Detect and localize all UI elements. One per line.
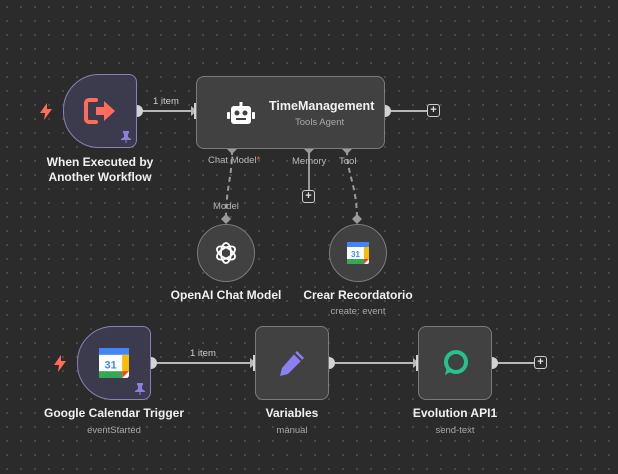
trigger-bolt-icon (40, 103, 52, 120)
variables-subtitle: manual (276, 425, 308, 436)
agent-subtitle: Tools Agent (295, 117, 345, 128)
calendar-trigger-bolt-icon (54, 355, 66, 372)
google-calendar-trigger-node[interactable]: 31 (77, 326, 151, 400)
recordatorio-top-port (352, 214, 362, 224)
svg-text:31: 31 (351, 250, 360, 259)
chat-bubble-icon (444, 350, 468, 375)
pencil-icon (280, 351, 304, 376)
openai-top-port (221, 214, 231, 224)
time-management-agent-node[interactable]: TimeManagement Tools Agent (196, 76, 385, 149)
chat-model-port-label: Chat Model* (208, 155, 261, 166)
openai-icon (216, 242, 236, 264)
model-connection-label: Model (213, 201, 239, 212)
memory-add-button[interactable]: + (302, 190, 315, 203)
calendar-trigger-title: Google Calendar Trigger (43, 406, 185, 420)
execute-workflow-trigger-node[interactable] (63, 74, 137, 148)
openai-chat-model-node[interactable] (197, 224, 255, 282)
openai-title: OpenAI Chat Model (170, 288, 282, 302)
top-items-count: 1 item (153, 96, 179, 107)
memory-port-label: Memory (292, 156, 327, 167)
bottom-items-count: 1 item (190, 348, 216, 359)
variables-node[interactable] (255, 326, 329, 400)
recordatorio-subtitle: create: event (330, 306, 386, 317)
crear-recordatorio-node[interactable]: 31 (329, 224, 387, 282)
tool-port-label: Tool (339, 156, 357, 167)
google-calendar-icon: 31 (347, 242, 369, 264)
google-calendar-icon: 31 (99, 348, 129, 378)
calendar-trigger-subtitle: eventStarted (87, 425, 141, 436)
agent-title: TimeManagement (269, 99, 375, 113)
svg-text:31: 31 (105, 359, 117, 371)
variables-title: Variables (265, 406, 319, 420)
evolution-subtitle: send-text (435, 425, 475, 436)
pin-icon (135, 383, 145, 395)
wire-tool (346, 149, 358, 221)
pin-icon (121, 131, 131, 143)
evolution-add-node-button[interactable]: + (534, 356, 547, 369)
evolution-title: Evolution API1 (412, 406, 498, 420)
robot-icon (227, 102, 255, 124)
recordatorio-title: Crear Recordatorio (303, 288, 413, 302)
sign-out-icon (84, 98, 115, 124)
trigger-workflow-title: When Executed by Another Workflow (46, 155, 154, 184)
evolution-api-node[interactable] (418, 326, 492, 400)
agent-add-node-button[interactable]: + (427, 104, 440, 117)
